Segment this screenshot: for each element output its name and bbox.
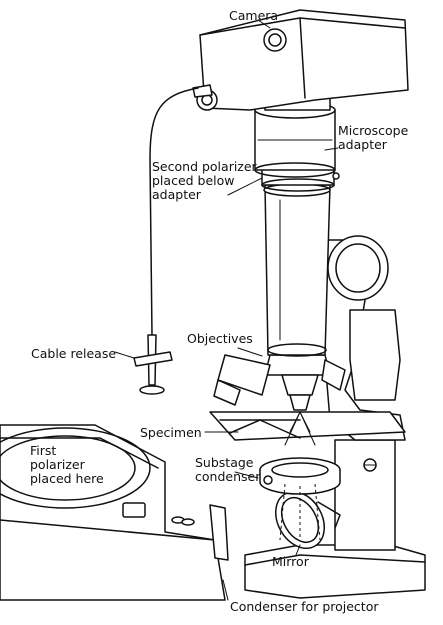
substage-condenser-label: Substage condenser xyxy=(195,456,260,484)
first-polarizer-label: First polarizer placed here xyxy=(30,444,104,486)
first-polarizer-line-1: First xyxy=(30,443,57,458)
camera-shape xyxy=(192,9,409,111)
cable-release-shape xyxy=(133,87,199,395)
condenser-for-projector-label: Condenser for projector xyxy=(230,599,379,614)
projector xyxy=(0,424,229,601)
mirror-shape xyxy=(275,491,341,549)
specimen-label: Specimen xyxy=(140,425,202,440)
microscope-base xyxy=(244,439,426,599)
cable-release-label: Cable release xyxy=(31,346,117,361)
camera-label: Camera xyxy=(229,8,279,23)
leader-lines xyxy=(114,19,339,601)
objectives-shape xyxy=(213,354,346,411)
mirror-label: Mirror xyxy=(272,554,309,569)
objectives-label: Objectives xyxy=(187,331,253,346)
microscope-adapter-line-1: Microscope xyxy=(338,123,409,138)
first-polarizer-line-2: polarizer xyxy=(30,457,85,472)
second-polarizer-line-1: Second polarizer xyxy=(152,159,257,174)
first-polarizer-line-3: placed here xyxy=(30,471,104,486)
body-tube xyxy=(263,183,331,357)
microscope-arm xyxy=(319,235,406,441)
microscope-adapter-line-2: adapter xyxy=(338,137,387,152)
substage-condenser-shape xyxy=(259,410,341,541)
substage-condenser-line-2: condenser xyxy=(195,469,261,484)
substage-condenser-line-1: Substage xyxy=(195,455,254,470)
microscope-adapter-label: Microscope adapter xyxy=(338,124,408,152)
second-polarizer-line-2: placed below xyxy=(152,173,235,188)
second-polarizer-line-3: adapter xyxy=(152,187,201,202)
second-polarizer-label: Second polarizer placed below adapter xyxy=(152,160,257,202)
